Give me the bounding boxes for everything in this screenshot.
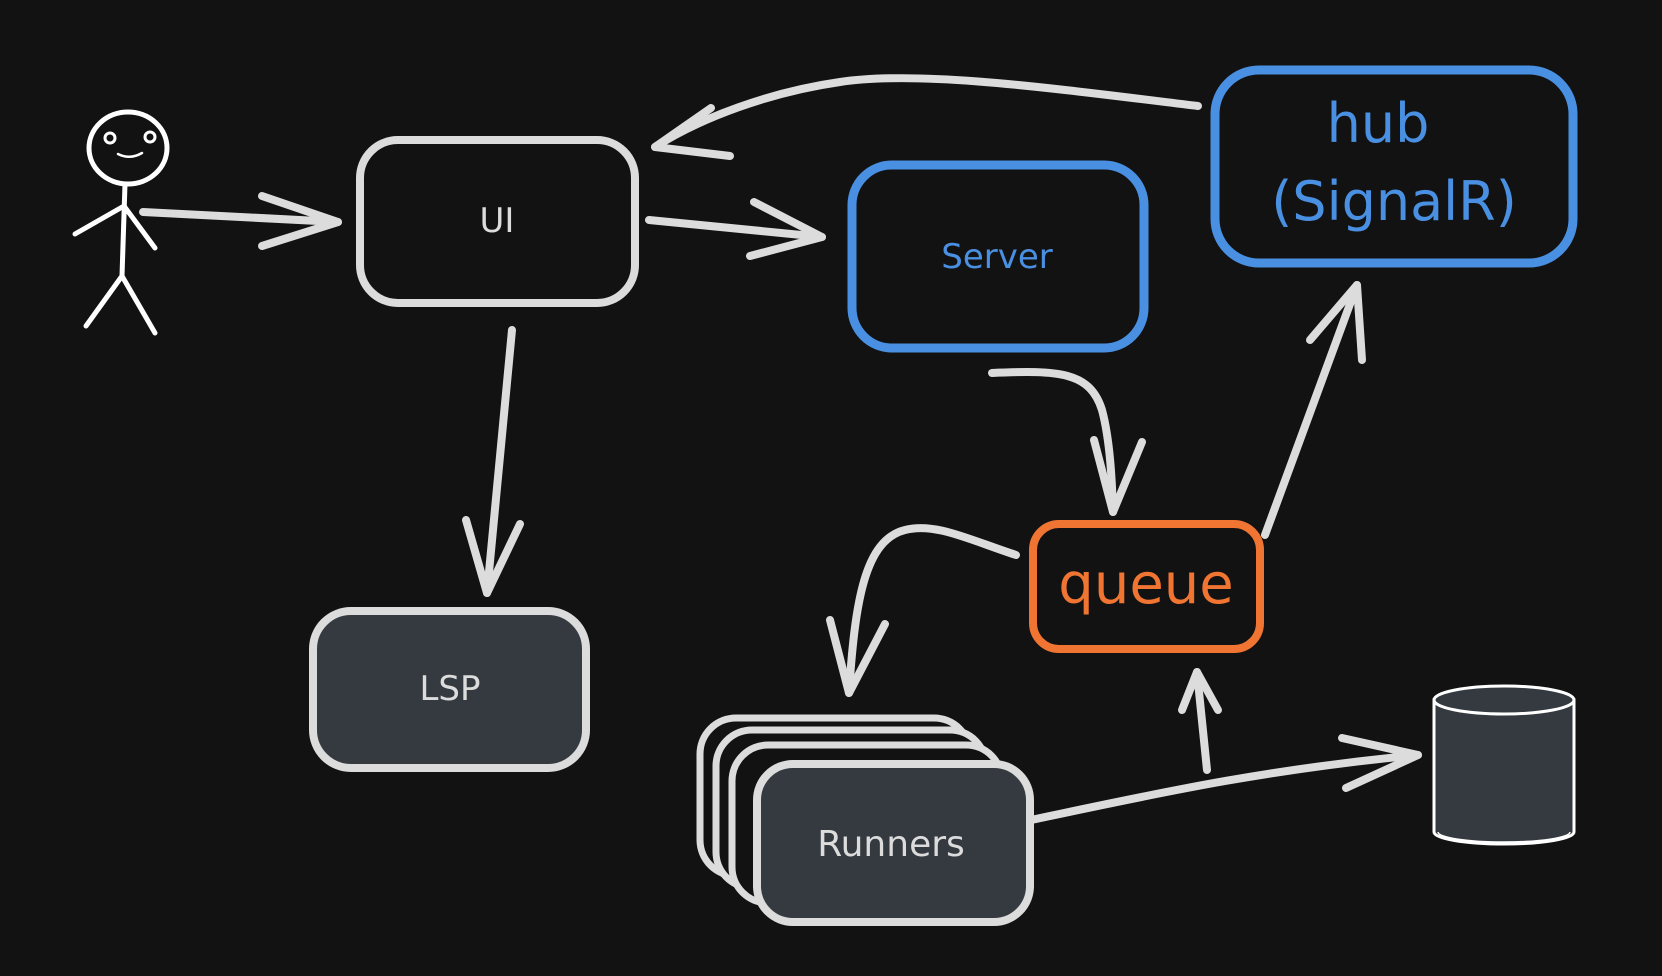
edge-ui-to-server <box>645 198 826 260</box>
edge-queue-to-hub <box>1261 281 1366 539</box>
edge-runners-to-database <box>1027 734 1422 824</box>
queue-node-label: queue <box>1058 552 1233 617</box>
hub-node-label-line2: (SignalR) <box>1271 170 1517 233</box>
queue-node: queue <box>1029 520 1264 653</box>
stick-figure-user-icon <box>72 109 170 336</box>
edge-queue-to-runners <box>826 524 1020 697</box>
edge-user-to-ui <box>139 192 342 250</box>
ui-node-label: UI <box>480 201 515 241</box>
edge-ui-to-lsp <box>462 326 524 597</box>
ui-node: UI <box>356 136 639 307</box>
edge-server-to-queue <box>988 368 1146 516</box>
server-node: Server <box>847 160 1149 353</box>
hub-node-label-line1: hub <box>1327 92 1430 155</box>
lsp-node-label: LSP <box>419 669 480 709</box>
hub-node: hub (SignalR) <box>1210 65 1578 268</box>
lsp-node: LSP <box>309 607 590 772</box>
edge-runners-to-queue <box>1178 668 1222 774</box>
server-node-label: Server <box>941 237 1053 277</box>
edge-hub-to-ui <box>651 74 1202 160</box>
database-cylinder-icon <box>1432 684 1576 846</box>
runners-node-label: Runners <box>817 824 965 865</box>
runners-node: Runners <box>696 714 1034 926</box>
